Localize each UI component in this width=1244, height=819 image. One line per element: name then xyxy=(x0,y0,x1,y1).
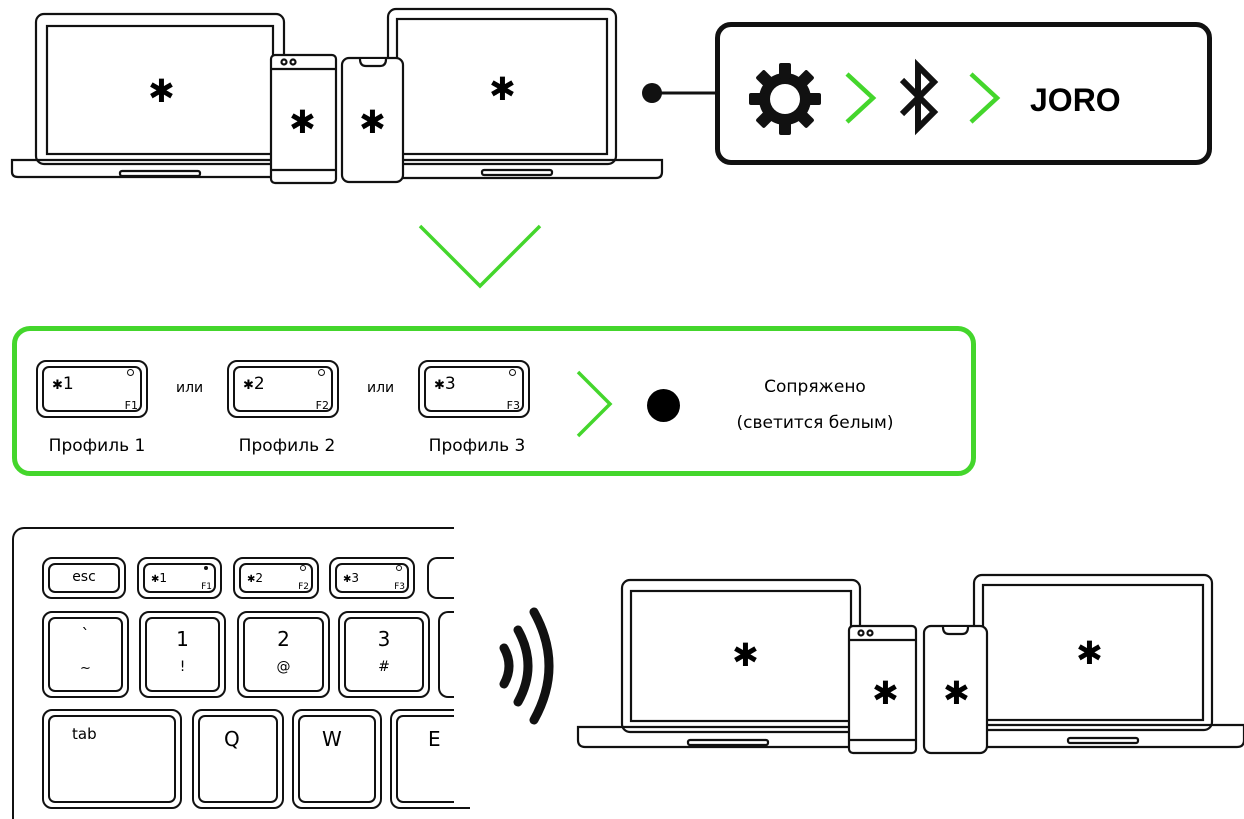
keyboard-crop-mask xyxy=(454,520,484,805)
phone-icon xyxy=(269,53,338,185)
tilde-key[interactable]: ` ~ xyxy=(42,611,129,698)
or-separator: или xyxy=(176,380,204,396)
profile-selection-panel xyxy=(12,326,976,476)
fn-label: F3 xyxy=(506,399,520,412)
profile-key-3[interactable]: ✱3 F3 xyxy=(329,557,415,599)
bluetooth-icon: ✱ xyxy=(247,574,256,585)
paired-status-subtext: (светится белым) xyxy=(736,413,894,433)
chevron-right-icon xyxy=(576,370,613,438)
bluetooth-icon: ✱ xyxy=(52,378,63,393)
profile-key-2[interactable]: ✱2 F2 xyxy=(227,360,339,418)
phone-icon xyxy=(340,56,405,184)
profile-key-3[interactable]: ✱3 F3 xyxy=(418,360,530,418)
digit-1-key[interactable]: 1 ! xyxy=(139,611,226,698)
led-indicator xyxy=(396,565,402,571)
led-indicator xyxy=(509,369,516,376)
digit-3-key[interactable]: 3 # xyxy=(338,611,430,698)
profile-key-1[interactable]: ✱1 F1 xyxy=(137,557,222,599)
bluetooth-icon: ✱ xyxy=(289,103,316,141)
bluetooth-icon: ✱ xyxy=(359,103,386,141)
tab-key[interactable]: tab xyxy=(42,709,182,809)
bluetooth-icon: ✱ xyxy=(243,378,254,393)
profile-caption: Профиль 2 xyxy=(238,436,336,456)
paired-status-text: Сопряжено xyxy=(764,377,866,397)
fn-label: F2 xyxy=(315,399,329,412)
phone-icon xyxy=(847,624,918,755)
keyboard-body xyxy=(12,527,456,819)
chevron-right-icon xyxy=(969,72,1001,124)
digit-2-key[interactable]: 2 @ xyxy=(237,611,330,698)
device-name-label: JORO xyxy=(1030,82,1121,118)
profile-key-2[interactable]: ✱2 F2 xyxy=(233,557,319,599)
led-indicator xyxy=(204,566,208,570)
q-key[interactable]: Q xyxy=(192,709,284,809)
esc-key[interactable]: esc xyxy=(42,557,126,599)
chevron-right-icon xyxy=(845,72,877,124)
key-number: ✱1 xyxy=(52,374,74,394)
bluetooth-icon: ✱ xyxy=(872,674,899,712)
chevron-down-icon xyxy=(418,224,542,289)
laptop-icon xyxy=(370,7,664,180)
settings-path-box xyxy=(715,22,1212,165)
bluetooth-icon: ✱ xyxy=(434,378,445,393)
bluetooth-icon: ✱ xyxy=(151,574,160,585)
led-indicator xyxy=(127,369,134,376)
profile-caption: Профиль 1 xyxy=(48,436,146,456)
phone-icon xyxy=(922,624,989,755)
gear-icon xyxy=(749,63,821,135)
bluetooth-icon: ✱ xyxy=(148,72,175,110)
fn-label: F1 xyxy=(124,399,138,412)
status-led-dot xyxy=(647,389,680,422)
bluetooth-icon: ✱ xyxy=(1076,634,1103,672)
key-number: ✱3 xyxy=(434,374,456,394)
bluetooth-icon xyxy=(899,58,939,136)
bluetooth-icon: ✱ xyxy=(943,674,970,712)
bluetooth-icon: ✱ xyxy=(732,636,759,674)
connector-line xyxy=(642,83,720,103)
led-indicator xyxy=(300,565,306,571)
devices-group-bottom xyxy=(576,573,1244,755)
profile-caption: Профиль 3 xyxy=(428,436,526,456)
bluetooth-icon: ✱ xyxy=(489,70,516,108)
profile-key-1[interactable]: ✱1 F1 xyxy=(36,360,148,418)
key-number: ✱2 xyxy=(243,374,265,394)
wireless-signal-icon xyxy=(499,607,554,725)
devices-group-top xyxy=(10,7,664,185)
w-key[interactable]: W xyxy=(292,709,382,809)
led-indicator xyxy=(318,369,325,376)
or-separator: или xyxy=(367,380,395,396)
bluetooth-icon: ✱ xyxy=(343,574,352,585)
